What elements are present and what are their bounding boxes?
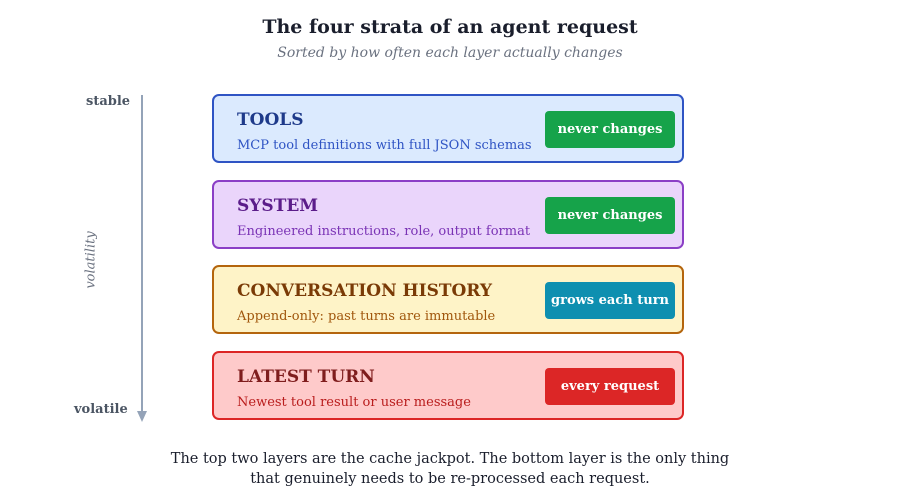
frequency-badge: every request <box>545 368 675 405</box>
layer-description: Newest tool result or user message <box>237 395 471 410</box>
footer-line-1: The top two layers are the cache jackpot… <box>170 451 730 467</box>
volatility-axis-line <box>141 95 143 411</box>
layer-description: Append-only: past turns are immutable <box>237 309 496 324</box>
layer-name: SYSTEM <box>237 196 319 216</box>
layer-name: CONVERSATION HISTORY <box>237 281 493 301</box>
diagram-title: The four strata of an agent request <box>262 16 638 38</box>
footer-note: The top two layers are the cache jackpot… <box>0 449 900 489</box>
layer-description: MCP tool definitions with full JSON sche… <box>237 138 532 153</box>
axis-caption-volatility: volatility <box>83 231 99 289</box>
layer-name: TOOLS <box>237 110 304 130</box>
axis-label-volatile: volatile <box>74 402 128 417</box>
layer-latest-turn: LATEST TURN Newest tool result or user m… <box>212 351 684 420</box>
axis-label-stable: stable <box>86 94 131 109</box>
layer-tools: TOOLS MCP tool definitions with full JSO… <box>212 94 684 163</box>
diagram-subtitle: Sorted by how often each layer actually … <box>277 45 623 61</box>
layer-conversation-history: CONVERSATION HISTORY Append-only: past t… <box>212 265 684 334</box>
layer-name: LATEST TURN <box>237 367 375 387</box>
frequency-badge: never changes <box>545 111 675 148</box>
layer-system: SYSTEM Engineered instructions, role, ou… <box>212 180 684 249</box>
frequency-badge: grows each turn <box>545 282 675 319</box>
footer-line-2: that genuinely needs to be re-processed … <box>250 471 650 487</box>
arrow-down-icon <box>137 411 147 422</box>
layer-description: Engineered instructions, role, output fo… <box>237 224 531 239</box>
frequency-badge: never changes <box>545 197 675 234</box>
